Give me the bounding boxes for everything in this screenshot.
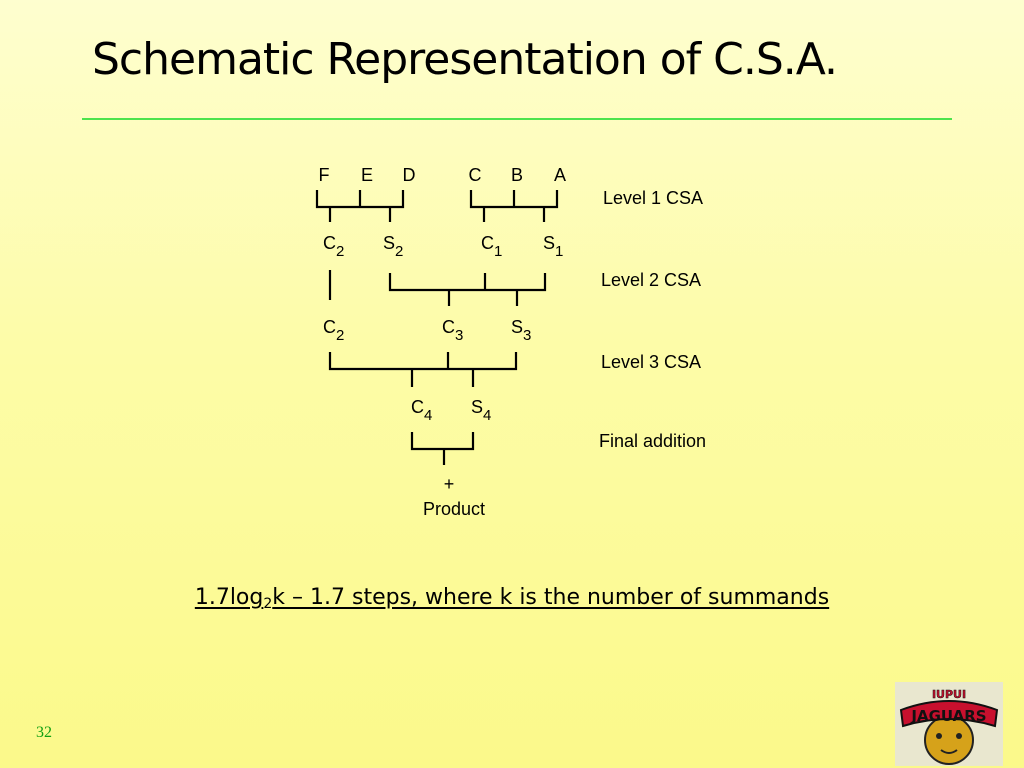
level-1-label: Level 1 CSA [603,188,703,208]
input-f: F [319,165,330,185]
final-product: Product [423,499,485,519]
input-c: C [469,165,482,185]
level2-passthrough-carry: C2 [323,317,344,344]
level1-right-sum: S1 [543,233,563,260]
title-underline [82,118,952,120]
final-plus: + [444,474,455,494]
level1-left-sum: S2 [383,233,403,260]
csa-connector-lines [315,190,559,465]
logo-jaguar-mouth [940,749,958,754]
input-e: E [361,165,373,185]
input-a: A [554,165,566,185]
input-b: B [511,165,523,185]
level3-carry: C4 [411,397,432,424]
level-3-label: Level 3 CSA [601,352,701,372]
level1-right-carry: C1 [481,233,502,260]
level2-carry: C3 [442,317,463,344]
input-d: D [403,165,416,185]
level1-left-carry: C2 [323,233,344,260]
jaguars-logo: IUPUI JAGUARS [895,682,1003,766]
logo-jaguar-eye [936,733,942,739]
slide-title: Schematic Representation of C.S.A. [92,34,838,85]
final-addition-label: Final addition [599,431,706,451]
level2-sum: S3 [511,317,531,344]
level3-sum: S4 [471,397,491,424]
slide-number: 32 [36,724,52,741]
logo-jaguar-eye [956,733,962,739]
level-2-label: Level 2 CSA [601,270,701,290]
logo-main-text: JAGUARS [910,707,986,725]
logo-banner [899,700,999,728]
logo-top-text: IUPUI [932,688,966,701]
complexity-formula: 1.7log2k – 1.7 steps, where k is the num… [194,585,830,612]
